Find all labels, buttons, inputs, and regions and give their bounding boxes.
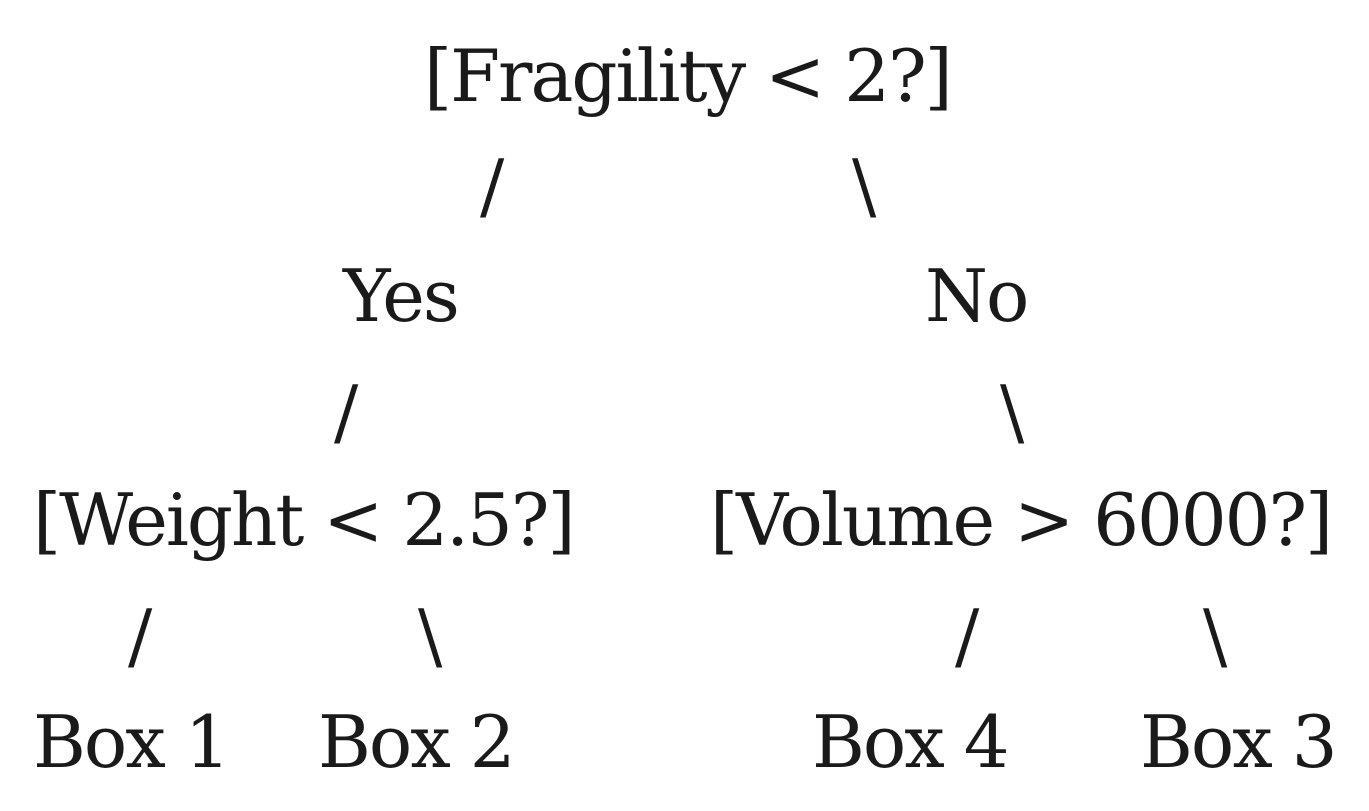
branch-label-yes: Yes xyxy=(343,254,460,338)
edge-yes-to-weight: / xyxy=(334,370,359,454)
edge-root-to-yes: / xyxy=(480,144,505,228)
leaf-box-1: Box 1 xyxy=(33,700,231,784)
edge-weight-to-box1: / xyxy=(128,594,153,678)
node-volume: [Volume > 6000?] xyxy=(710,478,1333,562)
edge-weight-to-box2: \ xyxy=(418,594,443,678)
leaf-box-3: Box 3 xyxy=(1140,700,1338,784)
edge-volume-to-box3: \ xyxy=(1203,594,1228,678)
edge-root-to-no: \ xyxy=(852,144,877,228)
edge-no-to-volume: \ xyxy=(1000,370,1025,454)
branch-label-no: No xyxy=(925,254,1029,338)
node-weight: [Weight < 2.5?] xyxy=(33,478,576,562)
leaf-box-4: Box 4 xyxy=(812,700,1010,784)
root-node-fragility: [Fragility < 2?] xyxy=(424,34,953,118)
edge-volume-to-box4: / xyxy=(955,594,980,678)
leaf-box-2: Box 2 xyxy=(318,700,516,784)
